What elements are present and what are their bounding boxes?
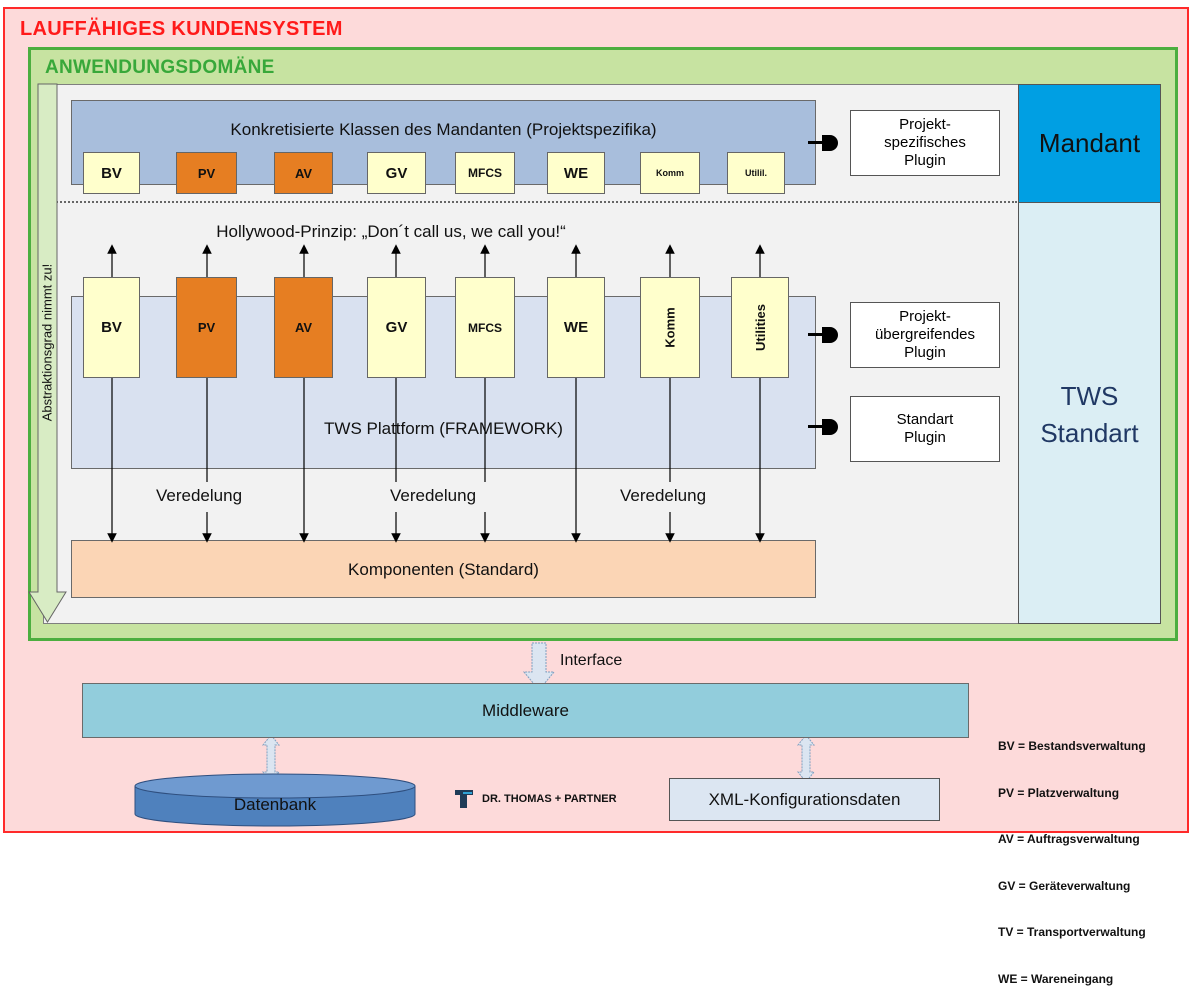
legend-item: PV = Platzverwaltung (998, 785, 1120, 800)
outer-title: LAUFFÄHIGES KUNDENSYSTEM (20, 18, 343, 40)
company-logo-icon (455, 790, 473, 808)
plugin-pu-line3: Plugin (904, 344, 946, 361)
framework-module-bv: BV (83, 277, 140, 378)
legend-item: WE = Wareneingang (998, 971, 1114, 986)
top-module-av: AV (274, 152, 333, 194)
tws-standart-panel (1018, 203, 1161, 624)
middleware-label: Middleware (482, 701, 569, 720)
plugin-pu-line2: übergreifendes (874, 326, 976, 343)
mandant-classes-title: Konkretisierte Klassen des Mandanten (Pr… (230, 120, 657, 139)
top-module-utilil: Utilil. (727, 152, 785, 194)
framework-module-av: AV (274, 277, 333, 378)
veredelung-label-3: Veredelung (618, 486, 709, 506)
framework-module-we: WE (547, 277, 605, 378)
abbreviation-legend: BV = Bestandsverwaltung PV = Platzverwal… (998, 708, 1146, 1003)
middleware-box (82, 683, 969, 738)
separator-dotted-line (45, 201, 1017, 203)
plugin-projekt-uebergreifend: Projekt- übergreifendes Plugin (850, 302, 1000, 368)
veredelung-label-2: Veredelung (388, 486, 479, 506)
tws-label-line1: TWS (1060, 381, 1119, 411)
framework-module-gv: GV (367, 277, 426, 378)
top-module-bv: BV (83, 152, 140, 194)
mandant-panel (1018, 84, 1161, 203)
top-module-pv: PV (176, 152, 237, 194)
top-module-komm: Komm (640, 152, 700, 194)
company-brand-label: DR. THOMAS + PARTNER (482, 793, 617, 805)
framework-module-komm: Komm (640, 277, 700, 378)
plugin-ps-line1: Projekt- (899, 116, 951, 133)
datenbank-cylinder-icon (134, 773, 416, 827)
plugin-std-line1: Standart (896, 411, 954, 428)
legend-item: AV = Auftragsverwaltung (998, 832, 1140, 846)
framework-module-pv: PV (176, 277, 237, 378)
plugin-std-line2: Plugin (904, 429, 946, 446)
abstraction-arrow-icon (28, 83, 67, 623)
plugin-projekt-spezifisch: Projekt- spezifisches Plugin (850, 110, 1000, 176)
plugin-ps-line3: Plugin (904, 152, 946, 169)
komponenten-label: Komponenten (Standard) (348, 560, 539, 579)
top-module-mfcs: MFCS (455, 152, 515, 194)
plugin-ps-line2: spezifisches (884, 134, 966, 151)
plugin-pu-line1: Projekt- (899, 308, 951, 325)
tws-label-line2: Standart (1040, 418, 1139, 448)
legend-item: GV = Geräteverwaltung (998, 878, 1131, 893)
tws-framework-title: TWS Plattform (FRAMEWORK) (324, 419, 563, 438)
framework-module-utilities: Utilities (731, 277, 789, 378)
top-module-gv: GV (367, 152, 426, 194)
tws-standart-label: TWS Standart (1018, 378, 1161, 452)
connector-lines (107, 135, 838, 783)
xml-konfigurationsdaten-box: XML-Konfigurationsdaten (669, 778, 940, 821)
hollywood-principle-text: Hollywood-Prinzip: „Don´t call us, we ca… (216, 222, 566, 241)
legend-item: TV = Transportverwaltung (998, 925, 1146, 939)
framework-module-mfcs: MFCS (455, 277, 515, 378)
framework-module-komm-label: Komm (662, 307, 678, 348)
interface-label: Interface (560, 652, 623, 669)
komponenten-box (71, 540, 816, 598)
legend-item: BV = Bestandsverwaltung (998, 739, 1146, 753)
veredelung-label-1: Veredelung (154, 486, 245, 506)
top-module-we: WE (547, 152, 605, 194)
mandant-label: Mandant (1038, 128, 1141, 158)
plugin-standart: Standart Plugin (850, 396, 1000, 462)
framework-module-utilities-label: Utilities (752, 304, 768, 351)
domain-title: ANWENDUNGSDOMÄNE (45, 57, 275, 78)
datenbank-label: Datenbank (233, 795, 317, 814)
